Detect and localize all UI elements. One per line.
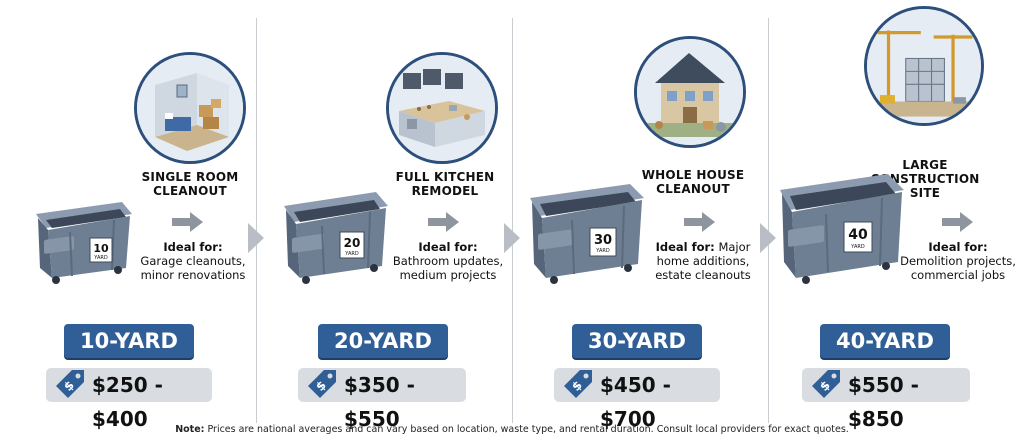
right-arrow-icon (172, 212, 203, 232)
price-range: $350 - $550 (344, 373, 415, 431)
ideal-for-text: Ideal for: Major home additions, estate … (655, 240, 751, 282)
price-box: $ $250 - $400 (46, 368, 212, 431)
note-label: Note: (175, 424, 205, 435)
dumpster-icon: 40 YARD (780, 174, 904, 284)
price-tag-icon: $ (564, 370, 592, 398)
ideal-for-text: Ideal for: Demolition projects, commerci… (900, 240, 1016, 282)
svg-text:YARD: YARD (850, 244, 865, 250)
price-range: $550 - $850 (848, 373, 919, 431)
ideal-for-text: Ideal for: Garage cleanouts, minor renov… (140, 240, 246, 282)
dumpster-size-label: 20 (344, 236, 361, 250)
price-box: $ $350 - $550 (298, 368, 466, 431)
right-arrow-icon (942, 212, 973, 232)
dumpster-size-label: 30 (594, 233, 612, 248)
size-badge: 40-YARD (820, 324, 950, 358)
svg-text:YARD: YARD (595, 248, 610, 254)
size-badge: 20-YARD (318, 324, 448, 358)
size-badge: 30-YARD (572, 324, 702, 358)
ideal-for-text: Ideal for: Bathroom updates, medium proj… (392, 240, 504, 282)
price-box: $ $550 - $850 (802, 368, 970, 431)
price-box: $ $450 - $700 (554, 368, 720, 431)
construction-scene-icon (864, 6, 984, 126)
panel-divider (768, 18, 769, 423)
chevron-right-icon (248, 223, 264, 253)
chevron-right-icon (760, 223, 776, 253)
svg-text:YARD: YARD (93, 255, 108, 261)
right-arrow-icon (428, 212, 459, 232)
size-badge: 10-YARD (64, 324, 194, 358)
dumpster-size-label: 10 (93, 242, 109, 255)
footnote: Note: Prices are national averages and c… (0, 424, 1024, 435)
house-scene-icon (634, 36, 746, 148)
price-range: $250 - $400 (92, 373, 163, 431)
price-range: $450 - $700 (600, 373, 671, 431)
price-tag-icon: $ (56, 370, 84, 398)
svg-text:YARD: YARD (344, 251, 359, 257)
dumpster-icon: 10 YARD (36, 202, 132, 284)
chevron-right-icon (504, 223, 520, 253)
dumpster-icon: 30 YARD (530, 184, 644, 284)
note-text: Prices are national averages and can var… (204, 424, 849, 435)
kitchen-scene-icon (386, 52, 498, 164)
panel-divider (512, 18, 513, 423)
bedroom-scene-icon (134, 52, 246, 164)
dumpster-size-label: 40 (848, 227, 868, 243)
panel-divider (256, 18, 257, 423)
right-arrow-icon (684, 212, 715, 232)
price-tag-icon: $ (308, 370, 336, 398)
dumpster-icon: 20 YARD (284, 192, 388, 284)
price-tag-icon: $ (812, 370, 840, 398)
